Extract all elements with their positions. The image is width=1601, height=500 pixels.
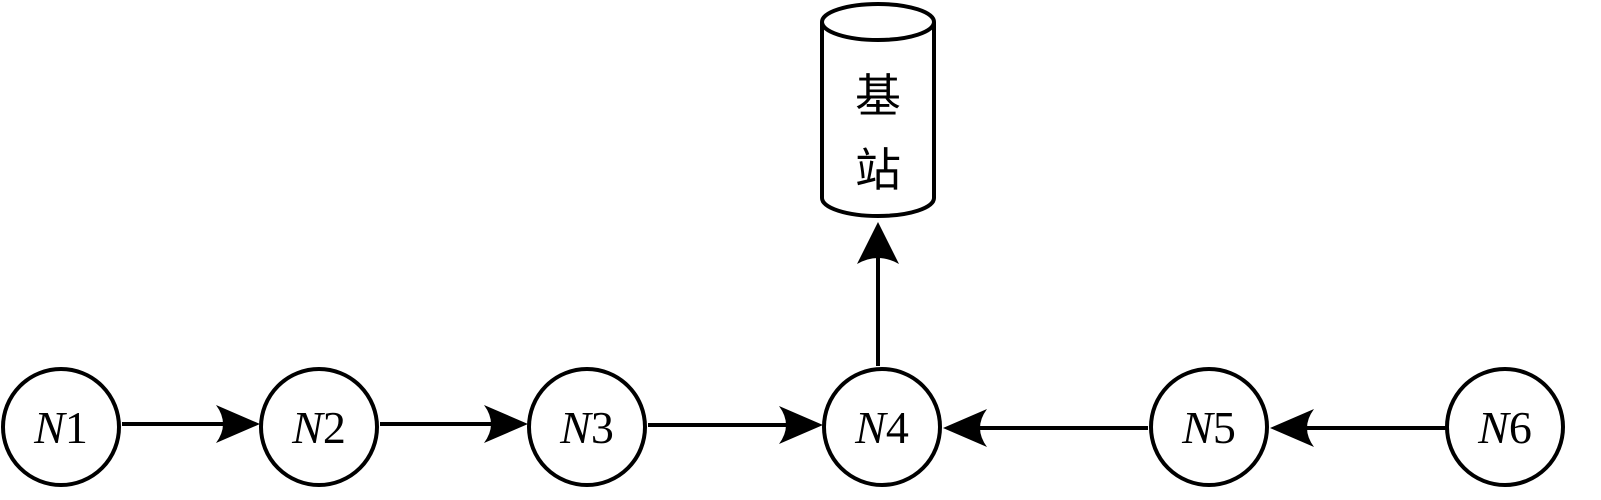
base-station-top xyxy=(820,2,936,42)
node-n6: N6 xyxy=(1445,367,1565,487)
arrowheads xyxy=(216,222,1314,447)
node-n2: N2 xyxy=(259,367,379,487)
base-station-label-line2: 站 xyxy=(855,143,901,197)
node-circle xyxy=(822,367,942,487)
node-n3: N3 xyxy=(527,367,647,487)
node-circle xyxy=(1,367,121,487)
base-station-body xyxy=(820,22,936,218)
node-n1: N1 xyxy=(1,367,121,487)
node-label: N4 xyxy=(854,402,909,453)
base-station-label-line1: 基 xyxy=(855,69,901,123)
node-n5: N5 xyxy=(1149,367,1269,487)
arrowhead-n4-right xyxy=(943,409,987,447)
node-label: N1 xyxy=(33,402,88,453)
arrowhead-n4-left xyxy=(779,406,823,444)
arrowhead-n2 xyxy=(216,405,260,443)
node-n4: N4 xyxy=(822,367,942,487)
node-label: N6 xyxy=(1477,402,1532,453)
arrowhead-n3 xyxy=(484,405,528,443)
node-circle xyxy=(259,367,379,487)
node-label: N2 xyxy=(291,402,346,453)
base-station: 基 站 xyxy=(820,2,936,218)
edges xyxy=(122,256,1446,430)
arrowhead-n5 xyxy=(1270,409,1314,447)
node-circle xyxy=(1149,367,1269,487)
node-circle xyxy=(1445,367,1565,487)
node-circle xyxy=(527,367,647,487)
node-label: N3 xyxy=(559,402,614,453)
node-label: N5 xyxy=(1181,402,1236,453)
arrowhead-base-station xyxy=(857,222,899,264)
